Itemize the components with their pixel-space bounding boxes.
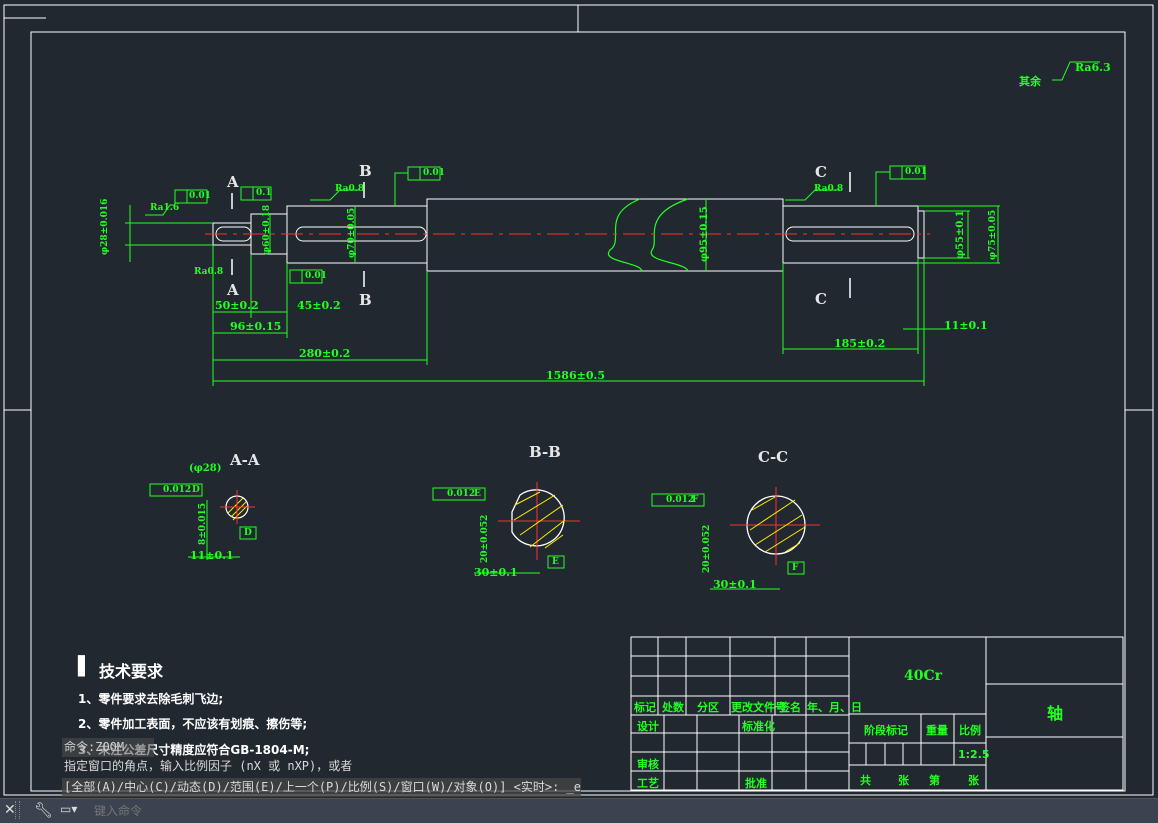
header-count: 处数 bbox=[662, 701, 684, 714]
cc-dim2: 30±0.1 bbox=[713, 578, 757, 591]
dim-1586: 1586±0.5 bbox=[546, 369, 605, 382]
aa-ref-box: D bbox=[244, 528, 252, 538]
section-cc bbox=[651, 487, 820, 590]
title-block-frame bbox=[630, 636, 1124, 791]
aa-dim1: 8±0.015 bbox=[198, 503, 208, 545]
dim-dia28: φ28±0.016 bbox=[100, 198, 110, 255]
tech-req-title: 技术要求 bbox=[99, 662, 164, 681]
tech-req-item-1: 1、零件要求去除毛刺飞边; bbox=[78, 692, 224, 706]
dim-dia60: φ60±0.18 bbox=[262, 204, 272, 255]
roughness-3: Ra0.8 bbox=[335, 184, 365, 194]
dim-dia55: φ55±0.1 bbox=[955, 210, 966, 259]
roughness-2: Ra0.8 bbox=[194, 267, 224, 277]
section-label-b-bottom: B bbox=[359, 291, 372, 309]
role-approve: 批准 bbox=[745, 777, 767, 790]
header-sign: 签名 bbox=[779, 701, 801, 714]
scale-value: 1:2.5 bbox=[958, 748, 990, 761]
section-bb bbox=[432, 482, 580, 574]
dim-280: 280±0.2 bbox=[299, 347, 351, 360]
command-history-line-3: [全部(A)/中心(C)/动态(D)/范围(E)/上一个(P)/比例(S)/窗口… bbox=[62, 778, 581, 797]
role-review: 审核 bbox=[637, 758, 659, 771]
bb-tol: 0.012 bbox=[447, 489, 476, 499]
dim-50: 50±0.2 bbox=[215, 299, 259, 312]
scale-label: 比例 bbox=[959, 724, 981, 737]
command-history-line-1: 命令:ZOOM bbox=[62, 738, 154, 757]
dimension-lines bbox=[125, 199, 1000, 386]
sheet-total-label: 共 bbox=[860, 774, 871, 787]
command-history: 命令:ZOOM 指定窗口的角点，输入比例因子 (nX 或 nXP)，或者 [全部… bbox=[62, 738, 597, 797]
material: 40Cr bbox=[904, 668, 943, 684]
section-aa bbox=[149, 483, 257, 560]
tol-5: 0.01 bbox=[905, 167, 927, 177]
break-lines bbox=[607, 198, 689, 272]
sheet-no-label: 第 bbox=[929, 774, 940, 787]
section-label-a-bottom: A bbox=[227, 281, 239, 299]
role-process: 工艺 bbox=[637, 777, 659, 790]
cc-tol: 0.012 bbox=[666, 495, 695, 505]
part-name: 轴 bbox=[1047, 704, 1064, 723]
aa-dia: (φ28) bbox=[189, 463, 222, 474]
header-change-doc: 更改文件号 bbox=[731, 701, 786, 714]
command-bar: ✕ 🔧︎ ▭▾ bbox=[0, 798, 1158, 823]
command-history-line-2: 指定窗口的角点，输入比例因子 (nX 或 nXP)，或者 bbox=[64, 759, 353, 773]
tol-2: 0.1 bbox=[256, 188, 272, 198]
drawing-canvas[interactable] bbox=[0, 0, 1158, 800]
bb-dim2: 30±0.1 bbox=[474, 566, 518, 579]
weight-label: 重量 bbox=[926, 724, 948, 737]
grip-handle[interactable] bbox=[15, 801, 20, 819]
header-date: 年、月、日 bbox=[807, 701, 862, 714]
roughness-4: Ra0.8 bbox=[814, 184, 844, 194]
dim-dia95: φ95±0.15 bbox=[699, 206, 710, 262]
role-standard: 标准化 bbox=[742, 720, 775, 733]
cc-ref: F bbox=[692, 495, 699, 505]
tol-1: 0.01 bbox=[189, 191, 211, 201]
roughness-1: Ra1.6 bbox=[150, 203, 180, 213]
section-label-a-top: A bbox=[227, 173, 239, 191]
command-input[interactable] bbox=[92, 801, 1136, 821]
dim-185: 185±0.2 bbox=[834, 337, 886, 350]
surface-note: Ra6.3 bbox=[1075, 61, 1111, 74]
header-mark: 标记 bbox=[634, 701, 656, 714]
bb-ref: E bbox=[474, 489, 481, 499]
aa-ref: D bbox=[192, 485, 200, 495]
wrench-icon[interactable]: 🔧︎ bbox=[34, 801, 54, 819]
bb-ref-box: E bbox=[552, 557, 559, 567]
dim-45: 45±0.2 bbox=[297, 299, 341, 312]
section-cut-marks bbox=[231, 172, 851, 298]
stage-label: 阶段标记 bbox=[864, 724, 908, 737]
section-label-c-bottom: C bbox=[815, 290, 827, 308]
aa-dim2: 11±0.1 bbox=[190, 549, 234, 562]
sheet-frame bbox=[3, 4, 1154, 796]
dim-dia75: φ75±0.05 bbox=[988, 209, 998, 260]
tol-4: 0.01 bbox=[423, 168, 445, 178]
close-icon[interactable]: ✕ bbox=[4, 802, 16, 818]
tech-req-marker: ▌ bbox=[78, 656, 92, 677]
section-title-bb: B-B bbox=[529, 443, 561, 461]
section-title-cc: C-C bbox=[758, 448, 789, 466]
dim-11: 11±0.1 bbox=[944, 319, 988, 332]
surface-note-prefix: 其余 bbox=[1019, 75, 1041, 88]
dim-dia70: φ70±0.05 bbox=[347, 207, 357, 258]
command-prompt-icon[interactable]: ▭▾ bbox=[60, 802, 78, 816]
sheet-unit-2: 张 bbox=[968, 774, 979, 787]
dim-96: 96±0.15 bbox=[230, 320, 282, 333]
sheet-unit-1: 张 bbox=[898, 774, 909, 787]
shaft-outline bbox=[212, 198, 925, 272]
cc-ref-box: F bbox=[792, 563, 799, 573]
section-label-c-top: C bbox=[815, 163, 827, 181]
tech-req-item-2: 2、零件加工表面，不应该有划痕、擦伤等; bbox=[78, 717, 308, 731]
tolerance-frames bbox=[145, 61, 1100, 284]
cc-dim1: 20±0.052 bbox=[702, 524, 712, 573]
tol-3: 0.01 bbox=[305, 271, 327, 281]
section-label-b-top: B bbox=[359, 162, 372, 180]
bb-dim1: 20±0.052 bbox=[480, 514, 490, 563]
aa-tol: 0.012 bbox=[163, 485, 192, 495]
header-zone: 分区 bbox=[697, 701, 719, 714]
role-design: 设计 bbox=[637, 720, 659, 733]
section-title-aa: A-A bbox=[230, 451, 260, 469]
